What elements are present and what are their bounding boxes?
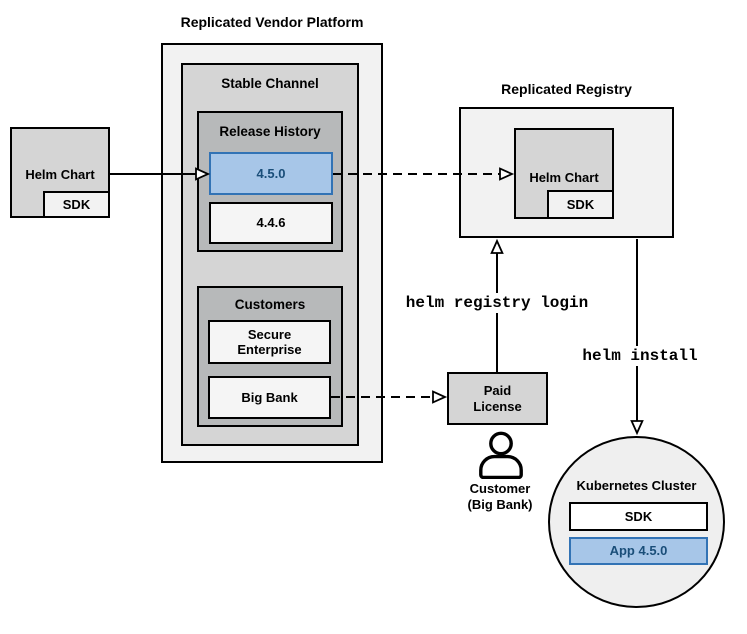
customer-caption-line2: (Big Bank)	[467, 496, 533, 512]
release-history-title: Release History	[219, 124, 321, 139]
customer-caption: Customer (Big Bank)	[440, 481, 560, 512]
stable-channel-title: Stable Channel	[221, 76, 319, 91]
cluster-sdk-box: SDK	[569, 502, 708, 531]
registry-title: Replicated Registry	[501, 81, 632, 97]
arrowhead-up-icon	[490, 238, 504, 254]
vendor-sdk-box: SDK	[43, 191, 110, 218]
cluster-app-label: App 4.5.0	[609, 543, 668, 559]
registry-box: Helm Chart SDK	[459, 107, 674, 238]
customer-secure-enterprise-box: Secure Enterprise	[208, 320, 331, 364]
release-version-4-4-6: 4.4.6	[209, 202, 333, 244]
release-version-label: 4.5.0	[256, 165, 286, 181]
vendor-helm-chart-box: Helm Chart SDK	[10, 127, 110, 218]
cluster-app-box: App 4.5.0	[569, 537, 708, 565]
arrowhead-down-icon	[630, 420, 644, 436]
kubernetes-cluster-circle: Kubernetes Cluster SDK App 4.5.0	[548, 436, 725, 608]
sdk-label: SDK	[566, 196, 595, 212]
customer-big-bank-box: Big Bank	[208, 376, 331, 419]
sdk-label: SDK	[624, 508, 653, 524]
kubernetes-cluster-title: Kubernetes Cluster	[576, 478, 697, 493]
person-icon	[479, 431, 523, 479]
platform-title: Replicated Vendor Platform	[180, 14, 364, 30]
vendor-helm-chart-label: Helm Chart	[25, 167, 95, 182]
release-version-4-5-0: 4.5.0	[209, 152, 333, 195]
customer-caption-line1: Customer	[469, 481, 531, 496]
registry-helm-chart-box: Helm Chart SDK	[514, 128, 614, 219]
paid-license-box: Paid License	[447, 372, 548, 425]
registry-sdk-box: SDK	[547, 190, 614, 219]
arrowhead-right-icon	[432, 390, 448, 404]
sdk-label: SDK	[62, 196, 91, 212]
customer-name-label: Big Bank	[241, 389, 298, 405]
customer-name-label: Secure Enterprise	[237, 326, 302, 357]
registry-helm-chart-label: Helm Chart	[529, 170, 599, 185]
customers-title: Customers	[234, 297, 306, 312]
helm-registry-login-command: helm registry login	[401, 293, 593, 313]
release-version-label: 4.4.6	[256, 215, 286, 231]
helm-install-command: helm install	[578, 346, 702, 366]
paid-license-label: Paid License	[473, 383, 522, 414]
